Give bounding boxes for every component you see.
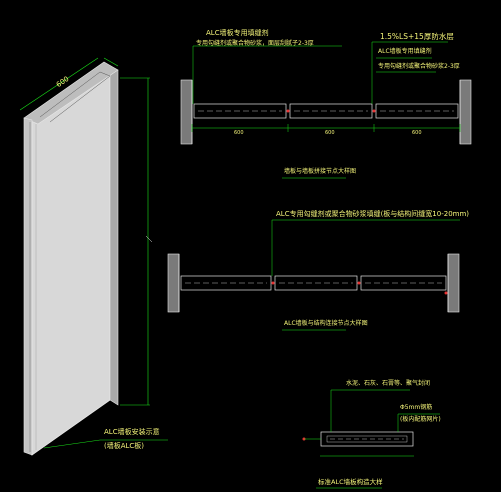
detail-caption: 标准ALC墙板构造大样 bbox=[318, 478, 383, 486]
detail-callout-3: (板内配筋网片) bbox=[400, 416, 441, 423]
plan1-callout-right-2: ALC墙板专用填缝剂 bbox=[378, 48, 432, 55]
plan1-callout-left-2: 专用勾缝剂或聚合物砂浆，面层刮腻子2-3厚 bbox=[196, 40, 314, 47]
plan1-callout-right: 1.5%LS+15厚防水层 bbox=[380, 32, 454, 41]
panel-label-line-2: (墙板ALC板) bbox=[104, 442, 145, 450]
plan1-dim-2: 600 bbox=[325, 130, 335, 136]
detail-callout-2: Φ5mm钢筋 bbox=[400, 404, 433, 411]
detail-callout-1: 水泥、石灰、石膏等、聚气封闭 bbox=[346, 380, 431, 387]
small-section-detail bbox=[302, 389, 440, 489]
panel-label-line-1: ALC墙板安装示意 bbox=[104, 428, 160, 436]
plan1-dim-3: 600 bbox=[412, 130, 422, 136]
plan-detail-1 bbox=[180, 41, 472, 179]
plan1-callout-left: ALC墙板专用填缝剂 bbox=[206, 29, 269, 37]
plan2-caption: ALC墙板与结构连接节点大样图 bbox=[284, 320, 368, 327]
isometric-wall-panel bbox=[19, 57, 168, 456]
plan-detail-2 bbox=[167, 219, 460, 331]
plan1-caption: 墙板与墙板拼接节点大样图 bbox=[284, 168, 357, 175]
plan1-callout-right-3: 专用勾缝剂或聚合物砂浆2-3厚 bbox=[378, 63, 460, 70]
plan2-callout: ALC专用勾缝剂或聚合物砂浆填缝(板与结构间缝宽10-20mm) bbox=[276, 210, 470, 218]
plan1-dim-1: 600 bbox=[234, 130, 244, 136]
